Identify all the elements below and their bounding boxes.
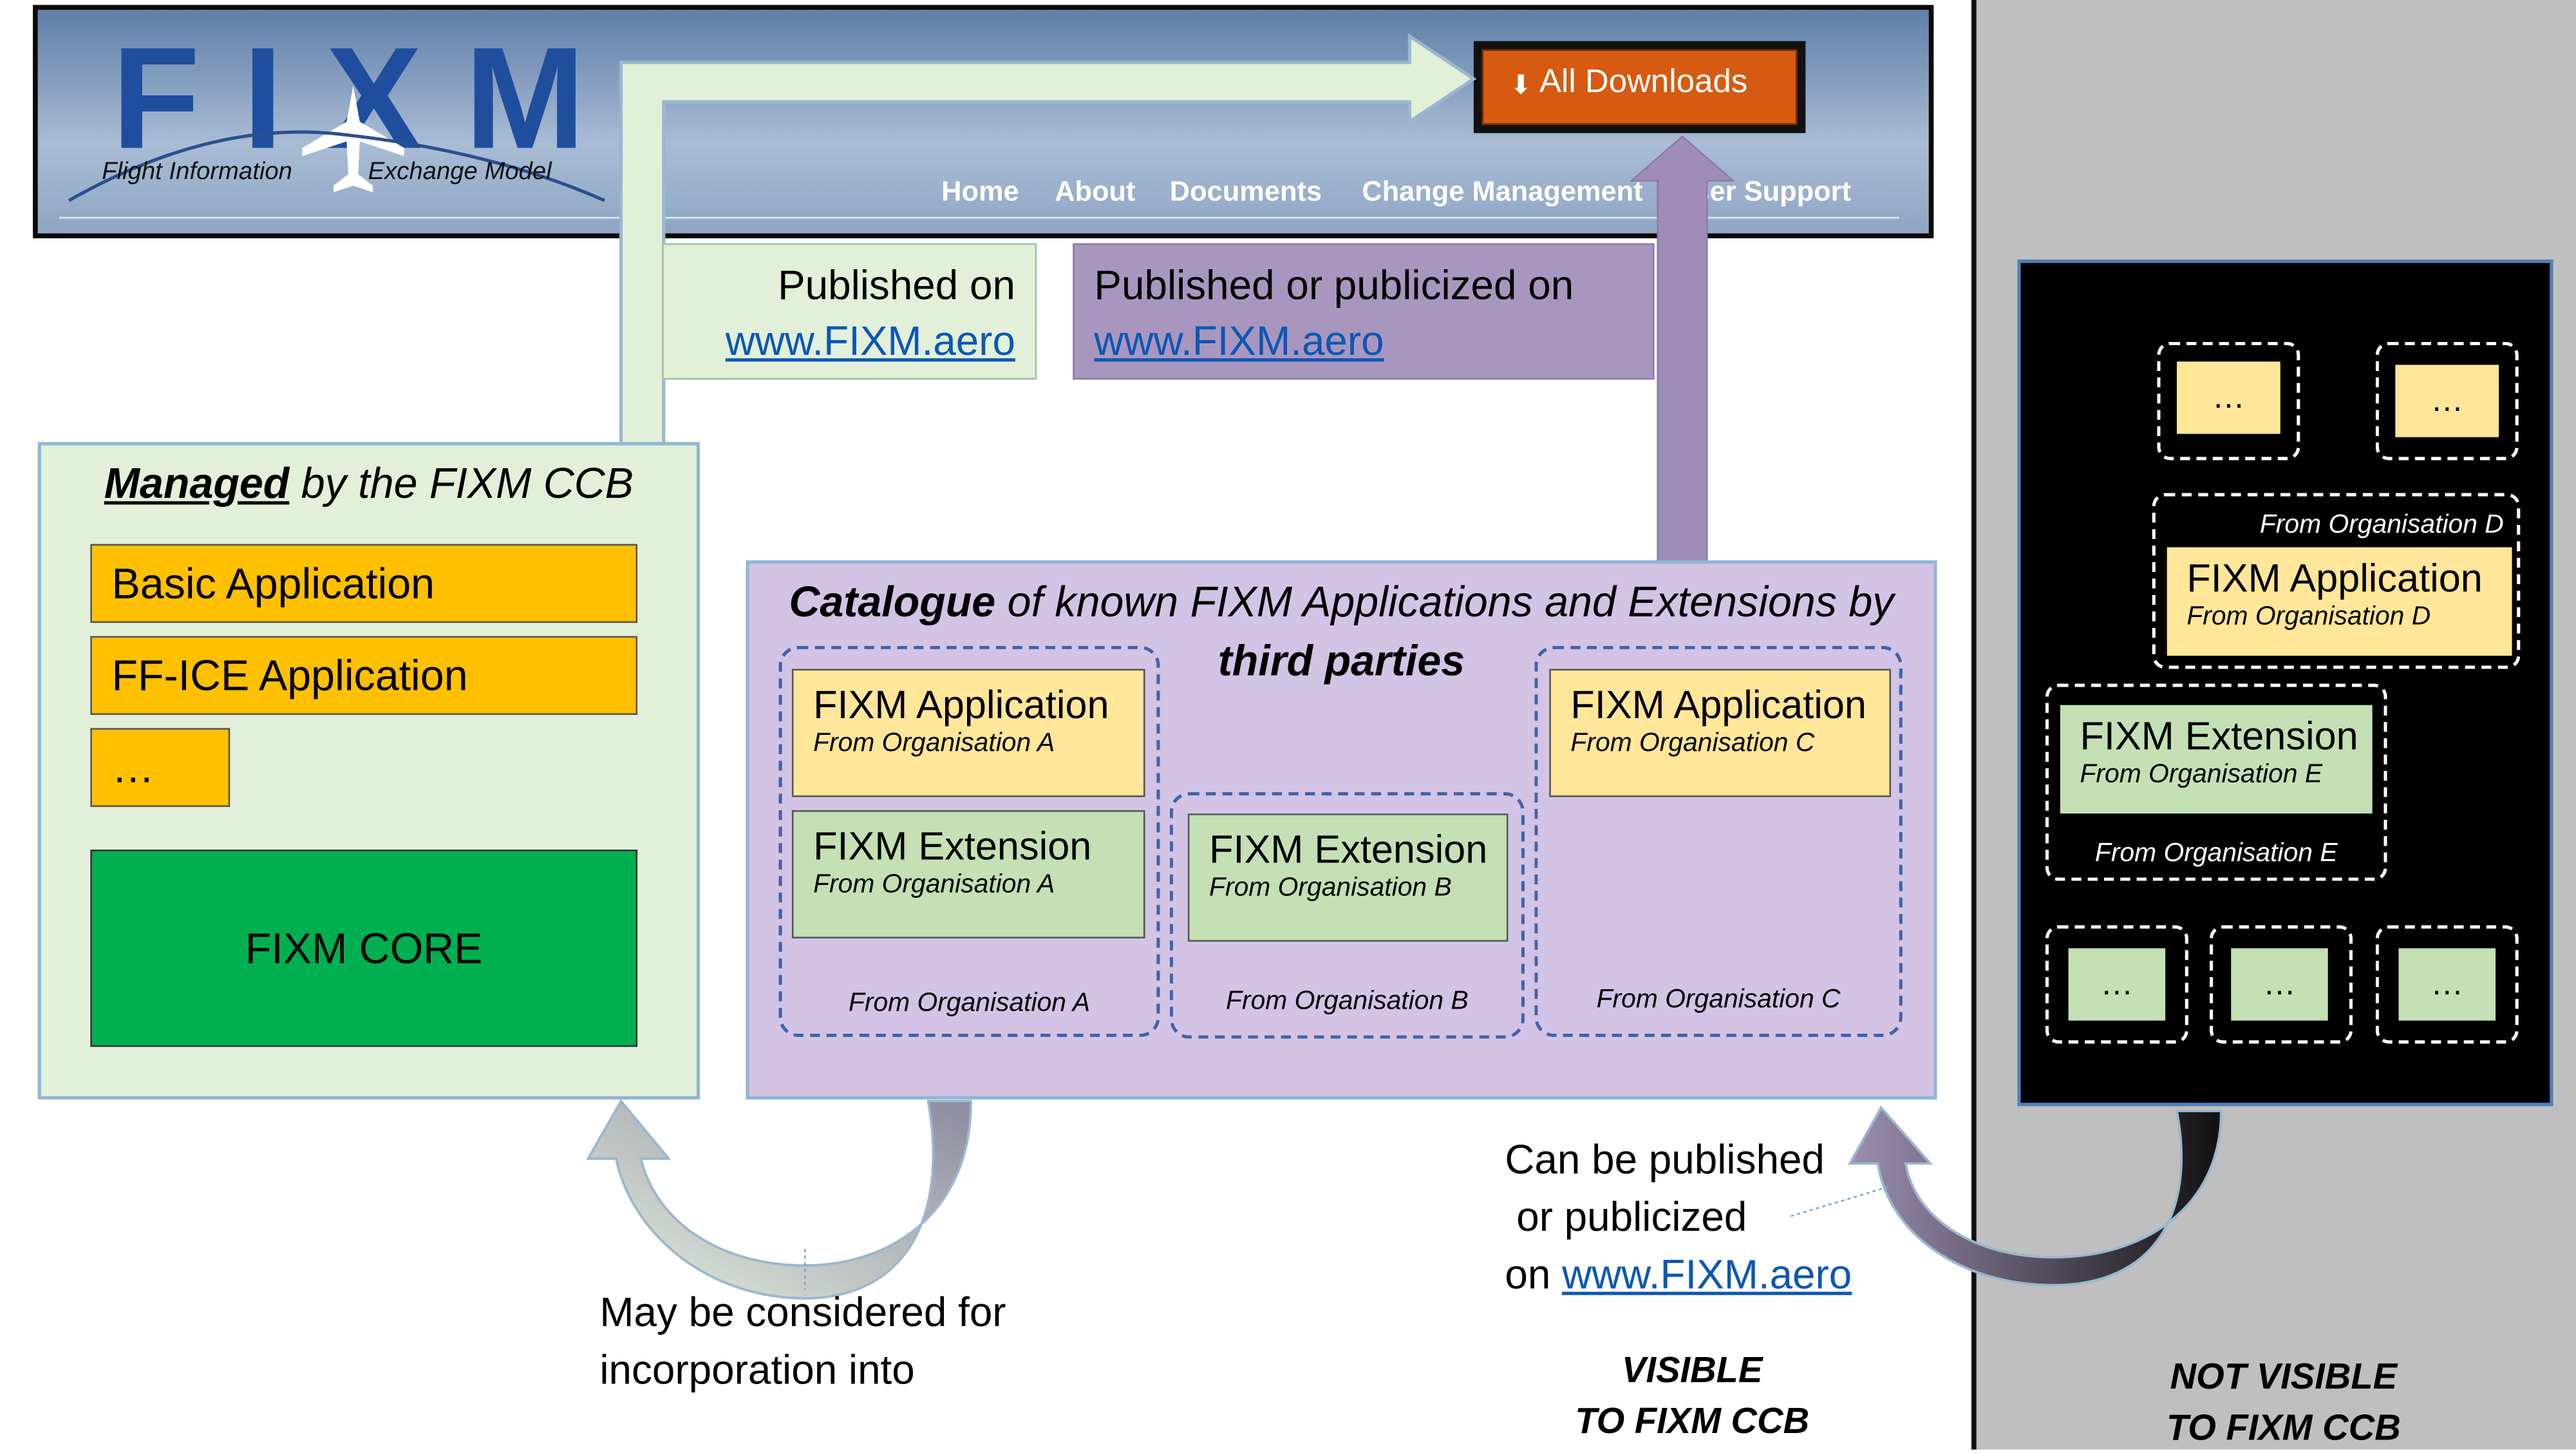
catalogue-title-line2: third parties (1217, 636, 1465, 686)
nav-underline (59, 216, 1899, 219)
published-box: Published on www.FIXM.aero (662, 243, 1037, 380)
org-e-extension-sub: From Organisation E (2080, 761, 2323, 789)
published-link[interactable]: www.FIXM.aero (725, 319, 1015, 365)
managed-more-box: … (90, 728, 230, 807)
visible-line1: VISIBLE (1622, 1349, 1763, 1391)
org-d-application-title: FIXM Application (2186, 557, 2483, 602)
hidden-group-3 (2045, 925, 2188, 1044)
org-d-application-sub: From Organisation D (2186, 603, 2431, 631)
basic-application-label: Basic Application (111, 558, 435, 609)
nav-item-change-management[interactable]: Change Management (1362, 176, 1643, 207)
all-downloads-button[interactable]: ⬇ All Downloads (1473, 41, 1806, 133)
hidden-yellow-1-label: … (2212, 379, 2245, 415)
org-b-group (1169, 792, 1525, 1039)
hidden-green-2-label: … (2262, 965, 2297, 1002)
org-a-footer: From Organisation A (848, 989, 1091, 1018)
org-b-extension-sub: From Organisation B (1209, 874, 1452, 902)
org-c-application-sub: From Organisation C (1570, 729, 1815, 758)
org-c-application-box: FIXM Application From Organisation C (1549, 669, 1892, 797)
org-d-group (2152, 493, 2521, 669)
incorporation-line2: incorporation into (599, 1347, 915, 1394)
ffice-application-box: FF-ICE Application (90, 636, 638, 715)
nav-item-documents[interactable]: Documents (1169, 176, 1322, 207)
org-e-extension-title: FIXM Extension (2080, 714, 2358, 759)
hidden-yellow-2: … (2395, 365, 2499, 437)
managed-more-label: … (111, 743, 155, 792)
green-published-arrow (619, 33, 1477, 446)
managed-title: Managed by the FIXM CCB (38, 459, 700, 509)
download-icon: ⬇ (1510, 72, 1532, 100)
hidden-group-4 (2210, 925, 2353, 1044)
basic-application-box: Basic Application (90, 544, 638, 623)
fixm-logo[interactable]: FIXM Flight Information Exchange Model (66, 17, 608, 214)
org-d-header: From Organisation D (2259, 511, 2504, 539)
nav-item-home[interactable]: Home (941, 176, 1019, 207)
hidden-green-3: … (2398, 948, 2496, 1021)
download-label: All Downloads (1539, 64, 1748, 100)
airplane-icon (302, 85, 404, 193)
managed-title-rest: by the FIXM CCB (301, 458, 634, 508)
hidden-group-5 (2375, 925, 2519, 1044)
not-visible-line1: NOT VISIBLE (2170, 1356, 2398, 1397)
org-a-application-title: FIXM Application (813, 683, 1109, 728)
org-e-extension-box: FIXM Extension From Organisation E (2060, 705, 2373, 814)
nav-item-about[interactable]: About (1055, 176, 1136, 207)
org-b-extension-title: FIXM Extension (1209, 828, 1488, 873)
logo-subtitle-left: Flight Information (102, 157, 292, 186)
can-publish-note: Can be published or publicized on www.FI… (1505, 1132, 1852, 1305)
hidden-green-3-label: … (2430, 965, 2464, 1002)
can-publish-line1: Can be published (1505, 1137, 1825, 1184)
incorporation-line1: May be considered for (599, 1290, 1006, 1336)
fixm-core-label: FIXM CORE (245, 922, 483, 973)
org-a-application-box: FIXM Application From Organisation A (791, 669, 1145, 797)
published-text: Published on (778, 263, 1015, 309)
hidden-group-1 (2157, 341, 2300, 461)
publicized-box: Published or publicized on www.FIXM.aero (1073, 243, 1655, 380)
org-e-footer: From Organisation E (2094, 839, 2338, 868)
curved-arrow-incorporation (586, 1099, 972, 1300)
org-a-application-sub: From Organisation A (813, 729, 1055, 758)
catalogue-title: Catalogue of known FIXM Applications and… (746, 572, 1937, 690)
not-visible-label: NOT VISIBLE TO FIXM CCB (2120, 1351, 2448, 1452)
catalogue-title-emphasis: Catalogue (789, 576, 996, 627)
can-publish-line2: or publicized (1516, 1195, 1747, 1241)
hidden-green-1: … (2068, 948, 2166, 1021)
org-c-application-title: FIXM Application (1570, 683, 1866, 728)
purple-up-arrow (1629, 135, 1736, 563)
can-publish-prefix: on (1505, 1252, 1551, 1298)
hidden-yellow-2-label: … (2430, 382, 2464, 419)
org-b-extension-box: FIXM Extension From Organisation B (1187, 813, 1509, 942)
org-a-extension-box: FIXM Extension From Organisation A (791, 810, 1145, 939)
managed-title-emphasis: Managed (104, 458, 290, 508)
fixm-core-box: FIXM CORE (90, 850, 638, 1047)
not-visible-line2: TO FIXM CCB (2166, 1407, 2401, 1448)
hidden-group-2 (2375, 341, 2519, 461)
can-publish-link[interactable]: www.FIXM.aero (1562, 1252, 1852, 1298)
hidden-green-2: … (2231, 948, 2328, 1021)
org-a-group (778, 645, 1160, 1038)
visible-line2: TO FIXM CCB (1575, 1400, 1810, 1441)
catalogue-title-rest: of known FIXM Applications and Extension… (1007, 576, 1894, 627)
incorporation-note: May be considered for incorporation into (599, 1285, 1006, 1400)
logo-swoosh (68, 130, 606, 202)
org-e-group (2045, 683, 2387, 881)
org-a-extension-sub: From Organisation A (813, 871, 1055, 899)
hidden-green-1-label: … (2100, 965, 2134, 1002)
curved-arrow-publish (1847, 1105, 2223, 1287)
logo-subtitle-right: Exchange Model (368, 157, 552, 186)
ffice-application-label: FF-ICE Application (111, 651, 468, 701)
publicized-link[interactable]: www.FIXM.aero (1094, 319, 1384, 365)
publicized-text: Published or publicized on (1094, 263, 1574, 309)
org-d-application-box: FIXM Application From Organisation D (2167, 547, 2512, 656)
hidden-yellow-1: … (2177, 361, 2280, 434)
org-a-extension-title: FIXM Extension (813, 824, 1092, 869)
org-c-footer: From Organisation C (1596, 986, 1841, 1014)
org-c-group (1534, 645, 1903, 1038)
org-b-footer: From Organisation B (1226, 987, 1469, 1016)
visible-label: VISIBLE TO FIXM CCB (1545, 1344, 1840, 1446)
